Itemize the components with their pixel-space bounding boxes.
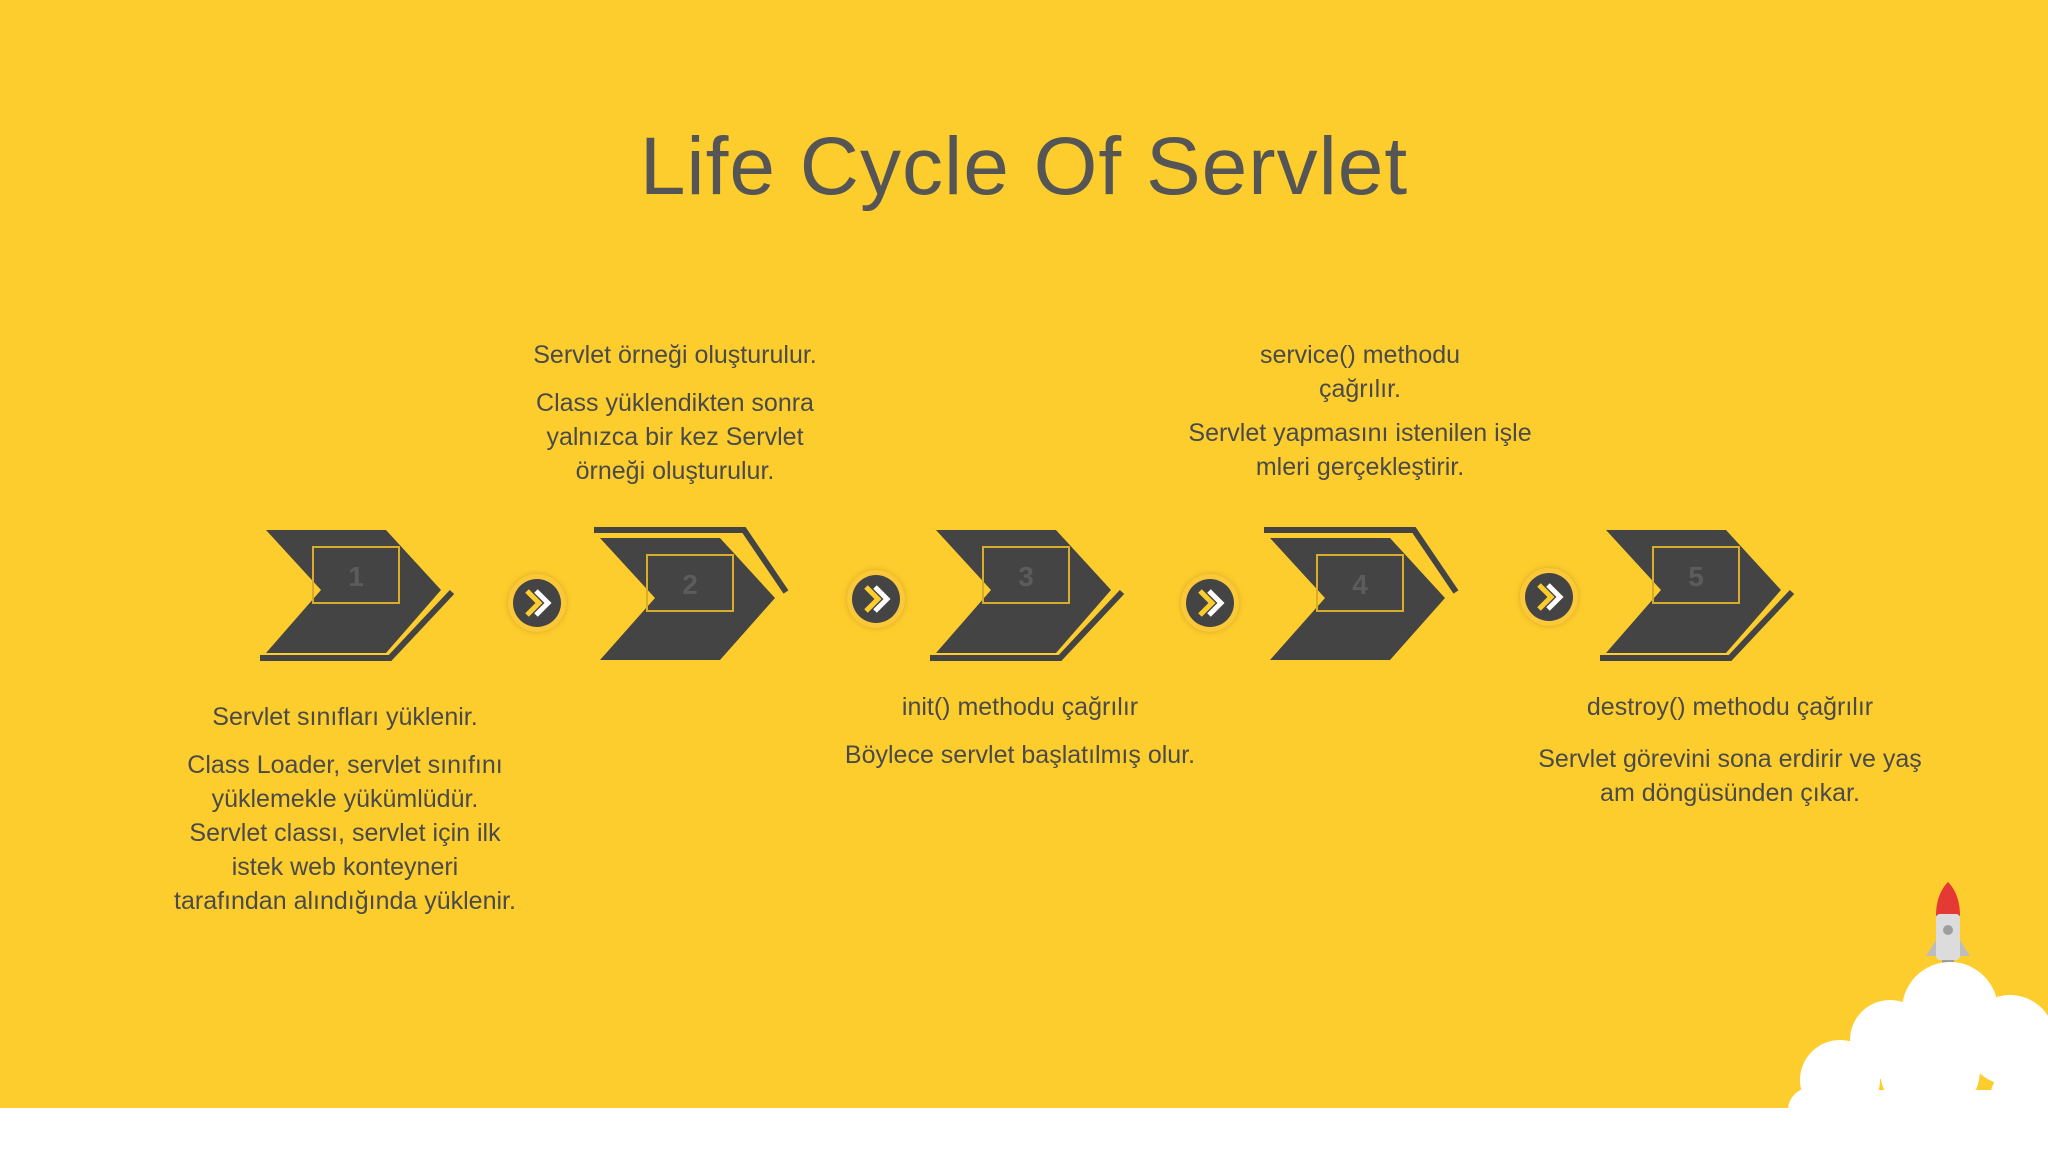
chevron-right-icon <box>847 570 905 628</box>
chevron-right-icon <box>1520 568 1578 626</box>
step-3-body: Böylece servlet başlatılmış olur. <box>844 741 1196 769</box>
step-1-heading: Servlet sınıfları yüklenir. <box>212 703 478 731</box>
step-2-text: Servlet örneği oluşturulur. Class yüklen… <box>500 338 850 488</box>
step-5-heading: destroy() methodu çağrılır <box>1586 693 1874 721</box>
page-title: Life Cycle Of Servlet <box>639 121 1409 212</box>
step-3-chevron: 3 <box>926 528 1126 668</box>
step-1-text: Servlet sınıfları yüklenir. Class Loader… <box>140 700 550 918</box>
chevron-right-icon <box>508 574 566 632</box>
step-2-number: 2 <box>646 554 734 612</box>
step-2-heading: Servlet örneği oluşturulur. <box>533 341 817 369</box>
step-1-chevron: 1 <box>256 528 456 668</box>
step-4-text: service() methodu çağrılır. Servlet yapm… <box>1160 338 1560 484</box>
chevron-right-icon <box>1181 574 1239 632</box>
step-1-body: Class Loader, servlet sınıfını yüklemekl… <box>174 751 516 915</box>
step-5-body: Servlet görevini sona erdirir ve yaş am … <box>1538 745 1922 807</box>
step-5-text: destroy() methodu çağrılır Servlet görev… <box>1500 690 1960 810</box>
step-4-body: Servlet yapmasını istenilen işle mleri g… <box>1188 419 1532 481</box>
step-3-text: init() methodu çağrılır Böylece servlet … <box>820 690 1220 772</box>
step-2-chevron: 2 <box>590 526 790 666</box>
cloud-icon <box>1780 950 2048 1108</box>
step-4-chevron: 4 <box>1260 526 1460 666</box>
step-2-body: Class yüklendikten sonra yalnızca bir ke… <box>536 389 814 485</box>
step-1-number: 1 <box>312 546 400 604</box>
step-3-number: 3 <box>982 546 1070 604</box>
step-4-number: 4 <box>1316 554 1404 612</box>
slide: Life Cycle Of Servlet Servlet sınıfları … <box>0 0 2048 1108</box>
step-5-chevron: 5 <box>1596 528 1796 668</box>
step-5-number: 5 <box>1652 546 1740 604</box>
step-4-heading: service() methodu çağrılır. <box>1259 341 1461 403</box>
step-3-heading: init() methodu çağrılır <box>901 693 1139 721</box>
